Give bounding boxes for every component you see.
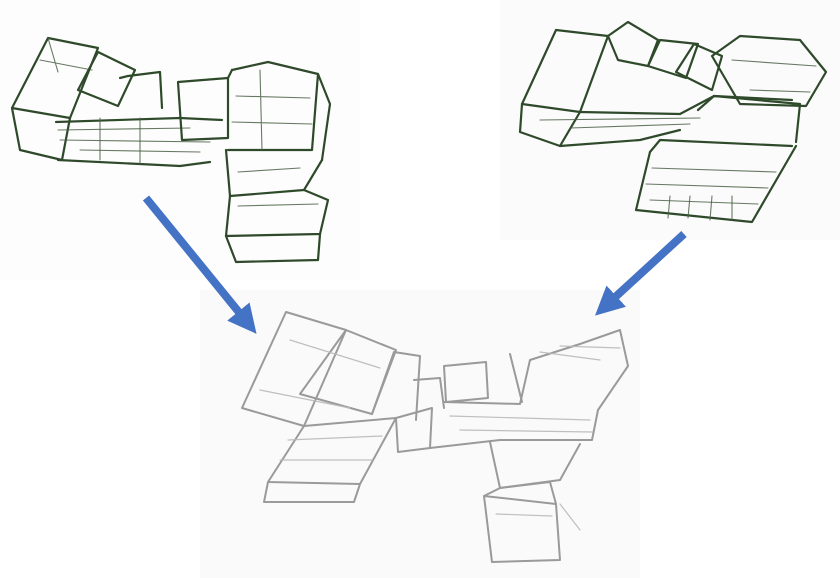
sketch-top-right xyxy=(500,0,840,240)
sketch-top-left xyxy=(0,0,360,280)
sketch-bottom-merged-drawing xyxy=(200,290,640,578)
sketch-top-left-drawing xyxy=(0,0,360,280)
sketch-bottom-merged xyxy=(200,290,640,578)
sketch-top-right-drawing xyxy=(500,0,840,240)
